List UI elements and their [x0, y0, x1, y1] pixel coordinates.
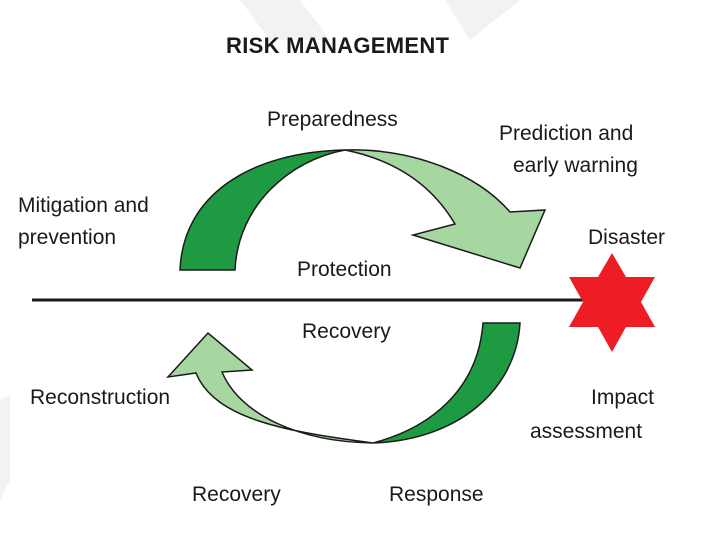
diagram-title: RISK MANAGEMENT [226, 33, 450, 58]
label-mitigation-line2: prevention [18, 226, 117, 249]
disaster-star-icon [569, 253, 655, 352]
watermark-shape-top-right [445, 0, 520, 40]
label-reconstruction: Reconstruction [30, 386, 171, 409]
arrow-head-top [344, 149, 547, 269]
label-impact-line2: assessment [530, 420, 643, 443]
label-preparedness: Preparedness [267, 108, 398, 131]
label-prediction-line1: Prediction and [499, 122, 634, 145]
label-recovery-top: Recovery [302, 320, 391, 343]
label-mitigation-line1: Mitigation and [18, 194, 149, 217]
label-prediction-line2: early warning [513, 154, 638, 177]
watermark-shape-left [0, 395, 10, 500]
arrow-recovery-to-reconstruction [166, 331, 374, 444]
arc-impact-response [372, 322, 521, 444]
label-protection: Protection [297, 258, 392, 281]
label-response: Response [389, 483, 484, 506]
label-disaster: Disaster [588, 226, 666, 249]
label-impact-line1: Impact [591, 386, 655, 409]
arc-mitigation-preparedness [179, 149, 346, 271]
watermark-shape-top [240, 0, 330, 40]
label-recovery-bottom: Recovery [192, 483, 281, 506]
